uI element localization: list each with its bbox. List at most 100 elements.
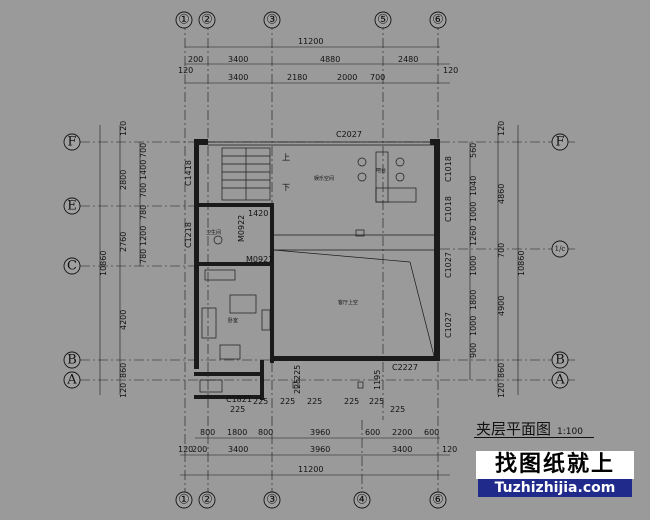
axis-bot-6: ⑥ [432, 493, 444, 508]
left-dim-2: 2800 [119, 170, 128, 190]
right-inner-8: 900 [469, 343, 478, 358]
small-dim-7: 1195 [373, 370, 382, 390]
small-dim-8: 225 [293, 379, 302, 394]
left-dim-5: 860 [119, 363, 128, 378]
right-inner-1: 560 [469, 143, 478, 158]
watermark-en: Tuzhizhijia.com [478, 479, 632, 497]
left-total-dim: 10860 [99, 251, 108, 276]
axis-top-1: ① [178, 13, 190, 28]
bottom-axis-bubbles: ① ② ③ ④ ⑥ [175, 491, 447, 509]
axis-top-3: ③ [266, 13, 278, 28]
right-dim-3: 700 [497, 243, 506, 258]
left-dim-3: 2760 [119, 232, 128, 252]
left-dim-6: 120 [119, 383, 128, 398]
bot-dim-8: 120 [178, 445, 193, 454]
room-labels: 娱乐空间 吧台 客厅上空 卧室 卫生间 [206, 167, 386, 324]
left-inner-2: 1400 [139, 160, 148, 180]
bot-dim-4: 3960 [310, 428, 330, 437]
left-dim-1: 120 [119, 121, 128, 136]
top-dim-3: 4880 [320, 55, 340, 64]
right-dim-6: 120 [497, 383, 506, 398]
right-inner-6: 1800 [469, 290, 478, 310]
axis-right-1c: 1/c [555, 245, 566, 253]
left-axis-bubbles: F E C B A [63, 133, 81, 389]
watermark-logo: 找图纸就上 Tuzhizhijia.com [476, 451, 634, 499]
room-entertainment: 娱乐空间 [314, 175, 334, 182]
opening-c1821: C1821 [226, 395, 252, 404]
opening-c2027: C2027 [336, 130, 362, 139]
bot-dim-9: 200 [192, 445, 207, 454]
top-dim-8: 2180 [287, 73, 307, 82]
opening-m0922: M0922 [237, 215, 246, 242]
right-total-dim: 10860 [517, 251, 526, 276]
small-dim-4: 225 [344, 397, 359, 406]
right-inner-4: 1260 [469, 226, 478, 246]
small-dim-2: 225 [280, 397, 295, 406]
bot-total-dim: 11200 [298, 465, 323, 474]
left-inner-4: 780 [139, 205, 148, 220]
left-inner-3: 700 [139, 183, 148, 198]
small-dim-1: 225 [253, 397, 268, 406]
axis-left-a: A [66, 373, 77, 388]
staircase: 上 下 [221, 147, 290, 201]
axis-bot-2: ② [201, 493, 213, 508]
axis-top-5: ⑤ [377, 13, 389, 28]
small-dimensions: 225 225 225 225 225 225 1195 225 225 225 [230, 365, 405, 414]
axis-left-e: E [67, 199, 77, 214]
small-dim-10: 225 [390, 405, 405, 414]
axis-bot-1: ① [178, 493, 190, 508]
left-inner-1: 700 [139, 143, 148, 158]
right-inner-7: 1000 [469, 316, 478, 336]
opening-c1027-2: C1027 [444, 312, 453, 338]
top-dim-9: 2000 [337, 73, 357, 82]
opening-c1018-2: C1018 [444, 196, 453, 222]
bot-dim-7: 600 [424, 428, 439, 437]
stair-down-label: 下 [282, 183, 290, 192]
right-dimensions: 560 1040 1000 1260 1000 1800 1000 900 12… [469, 121, 526, 398]
bot-dim-1: 800 [200, 428, 215, 437]
title-underline [474, 437, 594, 438]
opening-c1018-1: C1018 [444, 156, 453, 182]
bot-dim-11: 3960 [310, 445, 330, 454]
top-dim-4: 2480 [398, 55, 418, 64]
small-dim-6: 225 [293, 365, 302, 380]
right-dim-5: 860 [497, 363, 506, 378]
furniture [199, 151, 417, 393]
opening-c1027-1: C1027 [444, 252, 453, 278]
right-inner-5: 1000 [469, 256, 478, 276]
bot-dim-3: 800 [258, 428, 273, 437]
opening-m0921: M0921 [246, 255, 273, 264]
axis-bot-4: ④ [356, 493, 368, 508]
axis-bot-3: ③ [266, 493, 278, 508]
opening-c2227: C2227 [392, 363, 418, 372]
small-dim-3: 225 [307, 397, 322, 406]
left-inner-6: 780 [139, 249, 148, 264]
top-dimensions: 11200 200 3400 4880 2480 120 120 3400 21… [178, 37, 458, 84]
drawing-scale: 1:100 [557, 427, 583, 437]
right-inner-3: 1000 [469, 202, 478, 222]
right-dim-2: 4860 [497, 184, 506, 204]
right-axis-bubbles: F 1/c B A [551, 133, 569, 389]
bot-dim-6: 2200 [392, 428, 412, 437]
axis-top-2: ② [201, 13, 213, 28]
opening-c1218: C1218 [184, 222, 193, 248]
axis-right-f: F [555, 135, 564, 150]
axis-left-f: F [67, 135, 76, 150]
right-dim-4: 4900 [497, 296, 506, 316]
bot-dim-12: 3400 [392, 445, 412, 454]
small-dim-5: 225 [369, 397, 384, 406]
top-dim-6: 120 [178, 66, 193, 75]
bot-dim-10: 3400 [228, 445, 248, 454]
top-total-dim: 11200 [298, 37, 323, 46]
bot-dim-13: 120 [442, 445, 457, 454]
axis-top-6: ⑥ [432, 13, 444, 28]
axis-right-b: B [555, 353, 565, 368]
room-living-void: 客厅上空 [338, 299, 358, 306]
right-dim-1: 120 [497, 121, 506, 136]
walls [194, 139, 440, 400]
small-dim-9: 225 [230, 405, 245, 414]
watermark-cn: 找图纸就上 [476, 451, 634, 479]
